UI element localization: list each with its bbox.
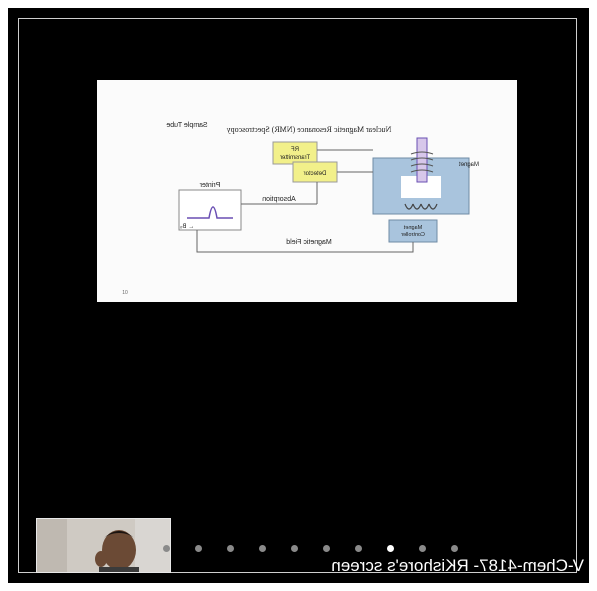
pager-dot[interactable] <box>355 545 362 552</box>
rf-coil <box>410 151 434 173</box>
pager-dot[interactable] <box>323 545 330 552</box>
spectrum-peak <box>187 206 233 219</box>
person-hand <box>95 551 107 567</box>
screen-share-label: V-Chem-4187- RKishore's screen <box>331 556 584 575</box>
person-hair <box>103 531 135 539</box>
rf-label-1: RF <box>291 147 299 153</box>
magnet-controller-box <box>388 219 438 243</box>
slide-title-text: Nuclear Magnetic Resonance (NMR) Spectro… <box>227 125 392 134</box>
slide-number: 10 <box>122 290 128 296</box>
rf-label-2: Transmitter <box>280 155 310 161</box>
controller-label-1: Magnet <box>403 225 422 231</box>
participant-video <box>37 519 170 572</box>
axis-label: ← B₀ <box>179 224 194 230</box>
nmr-diagram: Nuclear Magnetic Resonance (NMR) Spectro… <box>122 122 479 296</box>
participant-thumbnail[interactable] <box>36 518 171 573</box>
absorption-label: Absorption <box>262 196 296 203</box>
pager-dot-active[interactable] <box>387 545 394 552</box>
controller-label-2: Controller <box>401 232 425 238</box>
line-magnetic-field <box>196 230 414 253</box>
pager-dot[interactable] <box>227 545 234 552</box>
share-border <box>18 18 577 573</box>
pager-dots <box>163 545 463 557</box>
pager-dot[interactable] <box>195 545 202 552</box>
magnet-gap <box>401 176 441 198</box>
pager-dot[interactable] <box>259 545 266 552</box>
pager-dot[interactable] <box>419 545 426 552</box>
printer-box <box>178 189 242 231</box>
pager-dot[interactable] <box>163 545 170 552</box>
pager-dot[interactable] <box>451 545 458 552</box>
shared-slide: Nuclear Magnetic Resonance (NMR) Spectro… <box>97 80 517 302</box>
sample-tube <box>416 137 428 183</box>
pager-dot[interactable] <box>291 545 298 552</box>
person-shirt <box>99 567 139 572</box>
magnet-coil <box>404 203 438 210</box>
magnetic-field-label: Magnetic Field <box>286 239 332 246</box>
person-head <box>102 530 136 570</box>
printer-label: Printer <box>199 182 220 189</box>
magnet-label: Magnet <box>459 162 479 168</box>
sample-tube-label: Sample Tube <box>166 122 207 129</box>
detector-label: Detector <box>304 171 327 177</box>
